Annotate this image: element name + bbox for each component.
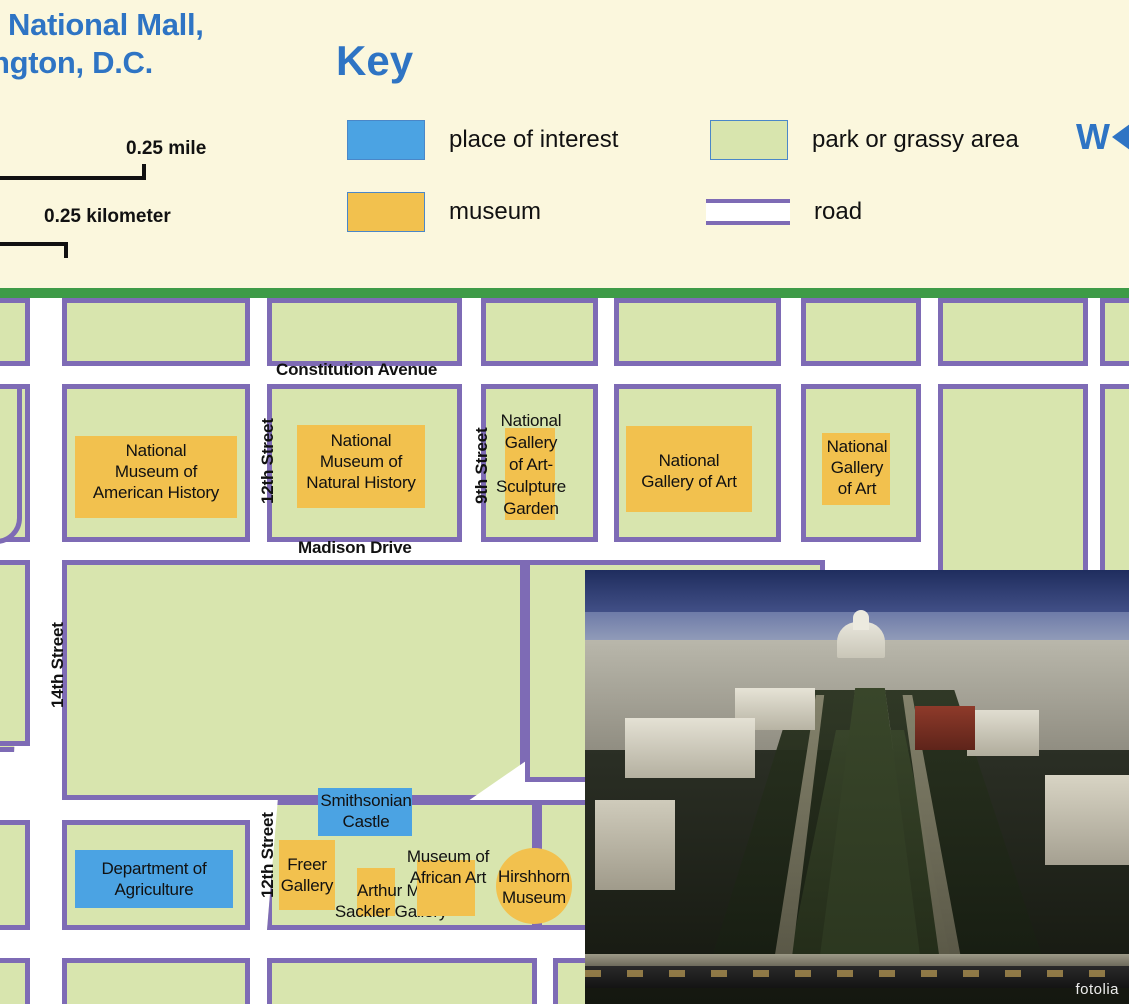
- key-item-museum: museum: [347, 192, 541, 232]
- road-label-madison-drive: Madison Drive: [298, 538, 412, 557]
- national-mall-aerial-photo: fotolia: [585, 570, 1129, 1004]
- map-canvas: Constitution Avenue 12th Street 9th Stre…: [0, 288, 1129, 1004]
- photo-smithsonian-castle: [915, 706, 975, 750]
- key-item-road: road: [706, 198, 862, 226]
- photo-capitol-dome: [853, 610, 869, 630]
- map-block: [62, 958, 250, 1004]
- place-of-interest-swatch: [347, 120, 425, 160]
- street-label-14th-street: 14th Street: [48, 622, 67, 708]
- poi-national-gallery-of-art-east[interactable]: [822, 433, 890, 505]
- key-label-place-of-interest: place of interest: [449, 126, 619, 153]
- key-label-museum: museum: [449, 198, 542, 225]
- street-label-9th-street: 9th Street: [472, 427, 491, 504]
- map-block-the-mall: [62, 560, 525, 800]
- page-title-line1: National Mall,: [8, 7, 204, 42]
- poi-national-museum-of-natural-history[interactable]: [297, 425, 425, 508]
- page-title: National Mall, hington, D.C.: [0, 6, 428, 82]
- park-swatch: [710, 120, 788, 160]
- map-block: [801, 298, 921, 366]
- poi-smithsonian-castle[interactable]: [318, 788, 412, 836]
- map-block: [0, 820, 30, 930]
- photo-credit: fotolia: [1075, 981, 1119, 998]
- map-block: [0, 560, 30, 746]
- photo-street-lights: [585, 970, 1129, 977]
- map-block: [481, 298, 598, 366]
- photo-building-right-near: [1045, 775, 1129, 865]
- green-boundary-band: [0, 288, 1129, 298]
- map-block-wedge: [0, 384, 22, 544]
- street-label-12th-street-north: 12th Street: [258, 418, 277, 504]
- scale-mile-bar: [0, 176, 146, 180]
- poi-national-gallery-of-art-west[interactable]: [626, 426, 752, 512]
- map-block: [0, 298, 30, 366]
- map-block: [938, 298, 1088, 366]
- poi-arthur-m-sackler-gallery[interactable]: [357, 868, 395, 916]
- page-title-line2: hington, D.C.: [0, 45, 153, 80]
- compass-west-label: W: [1076, 116, 1110, 157]
- map-block: [62, 298, 250, 366]
- poi-hirshhorn-museum[interactable]: [496, 848, 572, 924]
- road-swatch: [706, 199, 790, 225]
- photo-retaining-wall: [585, 954, 1129, 966]
- key-item-park: park or grassy area: [710, 120, 1019, 160]
- scale-kilometer-label: 0.25 kilometer: [44, 206, 171, 227]
- poi-national-gallery-of-art-sculpture-garden[interactable]: [505, 428, 555, 520]
- compass-arrow-icon: [1111, 118, 1129, 156]
- museum-swatch: [347, 192, 425, 232]
- map-block: [0, 958, 30, 1004]
- map-block: [267, 298, 462, 366]
- road-label-constitution-avenue: Constitution Avenue: [276, 360, 438, 379]
- key-item-place-of-interest: place of interest: [347, 120, 618, 160]
- map-block: [1100, 298, 1129, 366]
- scale-mile-label: 0.25 mile: [126, 138, 207, 159]
- map-header: National Mall, hington, D.C. 0.25 mile 0…: [0, 0, 1129, 288]
- photo-building-right-mid: [967, 710, 1039, 756]
- photo-building-left-near: [595, 800, 675, 890]
- poi-national-museum-of-american-history[interactable]: [75, 436, 237, 518]
- map-block: [267, 958, 537, 1004]
- poi-museum-of-african-art[interactable]: [417, 860, 475, 916]
- key-label-park: park or grassy area: [812, 126, 1019, 153]
- compass-rose: W: [1076, 118, 1129, 156]
- poi-freer-gallery[interactable]: [279, 840, 335, 910]
- poi-department-of-agriculture[interactable]: [75, 850, 233, 908]
- scale-kilometer-bar: [0, 242, 68, 246]
- photo-building-left-mid: [625, 718, 755, 778]
- scale-bar-group: 0.25 mile 0.25 kilometer: [0, 128, 260, 258]
- scale-kilometer-tick: [64, 242, 68, 258]
- scale-mile-tick: [142, 164, 146, 180]
- key-label-road: road: [814, 198, 863, 225]
- map-block: [614, 298, 781, 366]
- key-title: Key: [336, 37, 414, 84]
